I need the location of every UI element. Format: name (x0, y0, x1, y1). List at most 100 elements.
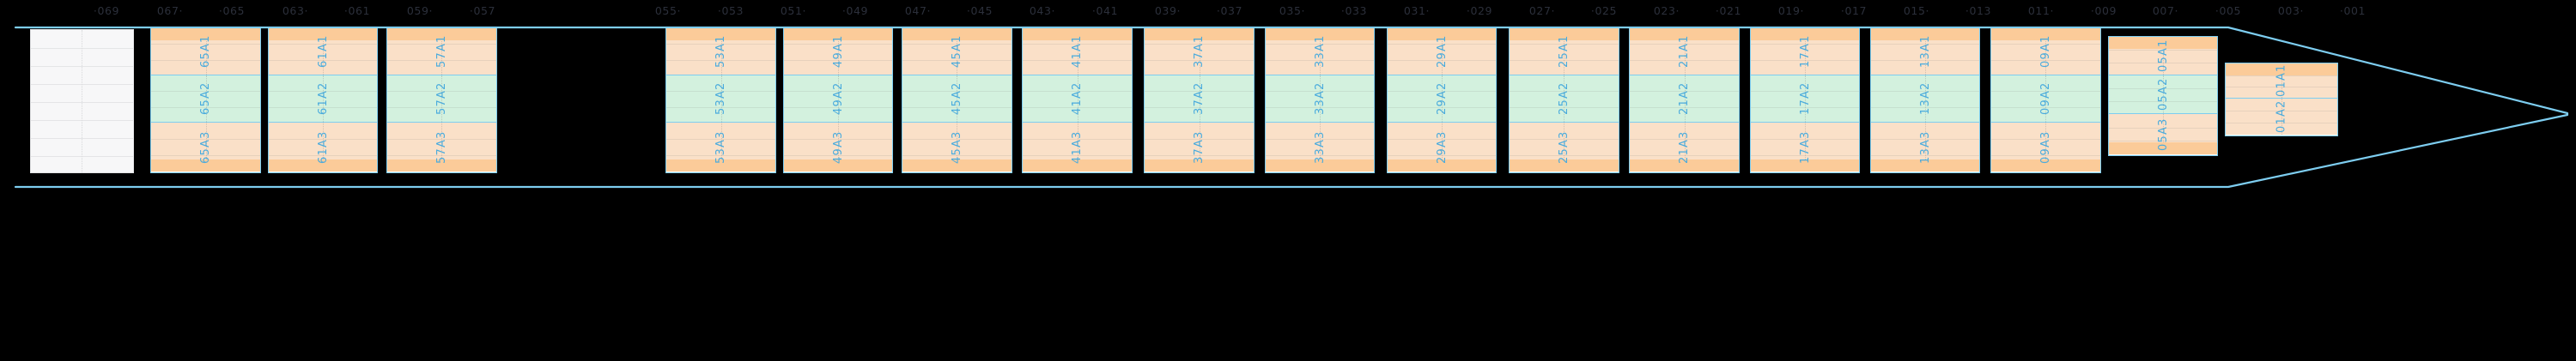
bay-cell-01A1[interactable]: 01A1 (2225, 63, 2338, 99)
bay-cell-33A1[interactable]: 33A1 (1265, 28, 1375, 75)
bay-cell-57A1[interactable]: 57A1 (387, 28, 496, 75)
bay-cell-top-cap (666, 28, 775, 40)
bay-tick-005: ·005 (2215, 4, 2242, 17)
bay-cell-49A3[interactable]: 49A3 (783, 123, 893, 171)
bay-cell-25A2[interactable]: 25A2 (1510, 75, 1619, 123)
bay-tick-011: 011· (2027, 4, 2055, 17)
bay-cell-17A1[interactable]: 17A1 (1750, 28, 1860, 75)
slot-gridlines (666, 123, 775, 171)
bay-centerline (2162, 37, 2164, 75)
bay-cell-33A3[interactable]: 33A3 (1265, 123, 1375, 171)
bay-cell-09A3[interactable]: 09A3 (1991, 123, 2100, 171)
bay-cell-29A3[interactable]: 29A3 (1387, 123, 1497, 171)
bay-cell-top-cap (902, 28, 1012, 40)
bay-cell-25A3[interactable]: 25A3 (1510, 123, 1619, 171)
bay-cell-21A1[interactable]: 21A1 (1630, 28, 1739, 75)
bay-cell-bottom-cap (1510, 159, 1619, 171)
bay-cell-21A2[interactable]: 21A2 (1630, 75, 1739, 123)
bay-cell-57A2[interactable]: 57A2 (387, 75, 496, 123)
bay-cell-45A2[interactable]: 45A2 (902, 75, 1012, 123)
bay-tick-001: ·001 (2339, 4, 2366, 17)
bay-cell-41A2[interactable]: 41A2 (1023, 75, 1132, 123)
bay-cell-13A2[interactable]: 13A2 (1870, 75, 1980, 123)
bay-cell-05A1[interactable]: 05A1 (2108, 37, 2218, 75)
bay-cell-top-cap (387, 28, 496, 40)
bay-centerline (1925, 123, 1927, 171)
bay-centerline (441, 28, 443, 75)
bay-centerline (322, 123, 324, 171)
slot-gridlines (1145, 123, 1255, 171)
bay-centerline (1925, 28, 1927, 75)
bay-cell-41A3[interactable]: 41A3 (1023, 123, 1132, 171)
bay-cell-05A3[interactable]: 05A3 (2108, 114, 2218, 154)
bay-cell-61A1[interactable]: 61A1 (268, 28, 378, 75)
bay-cell-33A2[interactable]: 33A2 (1265, 75, 1375, 123)
bay-cell-09A2[interactable]: 09A2 (1991, 75, 2100, 123)
bay-cell-top-cap (1630, 28, 1739, 40)
bay-cell-top-cap (2108, 37, 2218, 49)
bay-centerline (1320, 123, 1321, 171)
slot-gridlines (666, 75, 775, 122)
bay-cell-17A3[interactable]: 17A3 (1750, 123, 1860, 171)
slot-gridlines (1265, 75, 1375, 122)
bay-cell-21A3[interactable]: 21A3 (1630, 123, 1739, 171)
bay-cell-top-cap (1991, 28, 2100, 40)
bay-cell-37A1[interactable]: 37A1 (1145, 28, 1255, 75)
slot-gridlines (1630, 123, 1739, 171)
bay-cell-13A3[interactable]: 13A3 (1870, 123, 1980, 171)
bay-cell-13A1[interactable]: 13A1 (1870, 28, 1980, 75)
bay-tick-037: ·037 (1216, 4, 1243, 17)
bay-cell-37A3[interactable]: 37A3 (1145, 123, 1255, 171)
bay-cell-01A2[interactable]: 01A2 (2225, 99, 2338, 135)
bay-cell-65A3[interactable]: 65A3 (151, 123, 260, 171)
slot-gridlines (1510, 28, 1619, 75)
bay-cell-bottom-cap (268, 159, 378, 171)
bay-cell-41A1[interactable]: 41A1 (1023, 28, 1132, 75)
bay-cell-49A1[interactable]: 49A1 (783, 28, 893, 75)
bay-cell-bottom-cap (1265, 159, 1375, 171)
bay-cell-61A2[interactable]: 61A2 (268, 75, 378, 123)
slot-gridlines (783, 123, 893, 171)
bay-cell-09A1[interactable]: 09A1 (1991, 28, 2100, 75)
bay-cell-65A1[interactable]: 65A1 (151, 28, 260, 75)
bay-cell-53A2[interactable]: 53A2 (666, 75, 775, 123)
bay-cell-65A2[interactable]: 65A2 (151, 75, 260, 123)
bay-cell-17A2[interactable]: 17A2 (1750, 75, 1860, 123)
bay-cell-53A3[interactable]: 53A3 (666, 123, 775, 171)
bay-centerline (2281, 99, 2283, 135)
bay-cell-45A1[interactable]: 45A1 (902, 28, 1012, 75)
slot-gridlines (1750, 123, 1860, 171)
slot-gridlines (387, 123, 496, 171)
bay-cell-29A2[interactable]: 29A2 (1387, 75, 1497, 123)
bay-centerline (1442, 123, 1443, 171)
bay-cell-05A2[interactable]: 05A2 (2108, 75, 2218, 114)
slot-gridlines (151, 28, 260, 75)
bay-cell-53A1[interactable]: 53A1 (666, 28, 775, 75)
bay-cell-29A1[interactable]: 29A1 (1387, 28, 1497, 75)
bay-cell-61A3[interactable]: 61A3 (268, 123, 378, 171)
bay-cell-45A3[interactable]: 45A3 (902, 123, 1012, 171)
bay-cell-25A1[interactable]: 25A1 (1510, 28, 1619, 75)
bay-cell-57A3[interactable]: 57A3 (387, 123, 496, 171)
bay-cell-37A2[interactable]: 37A2 (1145, 75, 1255, 123)
slot-gridlines (1145, 75, 1255, 122)
bay-cell-49A2[interactable]: 49A2 (783, 75, 893, 123)
bay-cell-bottom-cap (2108, 142, 2218, 154)
